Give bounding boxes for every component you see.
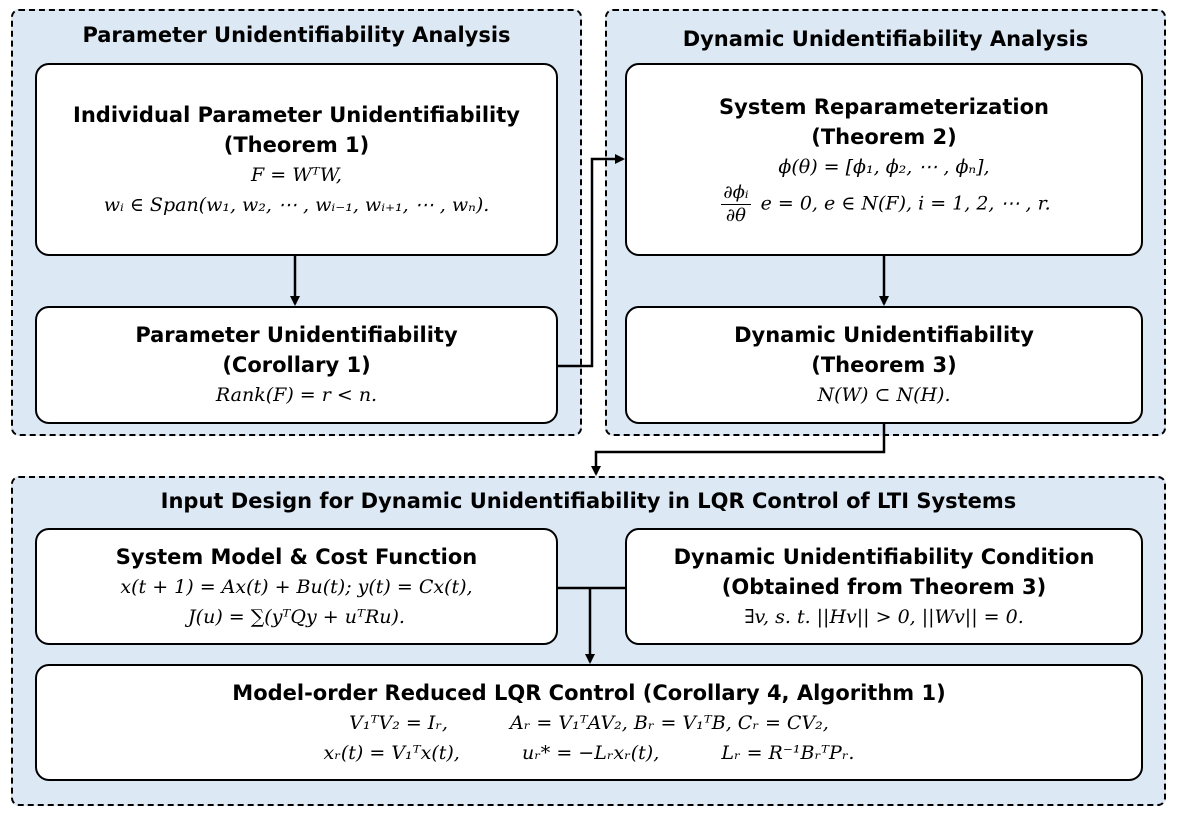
reparam-title: System Reparameterization (719, 95, 1049, 119)
dyn-unident-box: Dynamic Unidentifiability (Theorem 3) N(… (625, 306, 1143, 424)
arrow-dyn-to-input (591, 424, 886, 476)
individual-param-box: Individual Parameter Unidentifiability (… (35, 63, 558, 256)
theorem1-label: (Theorem 1) (223, 132, 370, 157)
dyn-group-title: Dynamic Unidentifiability Analysis (682, 27, 1089, 51)
dyn-unident-title: Dynamic Unidentifiability (734, 323, 1034, 347)
control-law-equation: uᵣ* = −Lᵣxᵣ(t), (521, 741, 660, 764)
rank-equation: Rank(F) = r < n. (215, 384, 378, 406)
reparam-box: System Reparameterization (Theorem 2) ϕ(… (625, 63, 1143, 256)
input-group-title: Input Design for Dynamic Unidentifiabili… (160, 489, 1017, 513)
arrow-model-to-lqr (558, 586, 625, 662)
gain-equation: Lᵣ = R⁻¹BᵣᵀPᵣ. (721, 741, 855, 764)
param-unident-title: Parameter Unidentifiability (135, 323, 458, 347)
param-unident-box: Parameter Unidentifiability (Corollary 1… (35, 306, 558, 424)
condition-title: Dynamic Unidentifiability Condition (673, 544, 1095, 569)
nullspace-equation: N(W) ⊂ N(H). (817, 384, 951, 406)
orthogonality-equation: V₁ᵀV₂ = Iᵣ, (349, 711, 448, 734)
theorem3-label: (Theorem 3) (811, 353, 957, 377)
individual-param-title: Individual Parameter Unidentifiability (73, 102, 520, 127)
condition-subtitle: (Obtained from Theorem 3) (721, 574, 1047, 599)
fisher-equation: F = WᵀW, (251, 163, 342, 186)
fraction-numerator: ∂ϕᵢ (721, 182, 751, 205)
condition-box: Dynamic Unidentifiability Condition (Obt… (625, 528, 1143, 645)
theorem2-label: (Theorem 2) (811, 125, 957, 149)
lqr-equation-row2: xᵣ(t) = V₁ᵀx(t), uᵣ* = −Lᵣxᵣ(t), Lᵣ = R⁻… (324, 738, 855, 768)
reduced-matrices-equation: Aᵣ = V₁ᵀAV₂, Bᵣ = V₁ᵀB, Cᵣ = CV₂, (510, 711, 829, 734)
param-group-title: Parameter Unidentifiability Analysis (82, 23, 511, 47)
condition-equation: ∃v, s. t. ||Hv|| > 0, ||Wv|| = 0. (744, 605, 1024, 628)
partial-fraction: ∂ϕᵢ ∂θ (721, 182, 751, 227)
lqr-equation-row1: V₁ᵀV₂ = Iᵣ, Aᵣ = V₁ᵀAV₂, Bᵣ = V₁ᵀB, Cᵣ =… (349, 708, 829, 738)
arrow-param-to-reparam (558, 154, 625, 368)
partial-equation: ∂ϕᵢ ∂θ e = 0, e ∈ N(F), i = 1, 2, ⋯ , r. (717, 182, 1051, 227)
span-equation: wᵢ ∈ Span(w₁, w₂, ⋯ , wᵢ₋₁, wᵢ₊₁, ⋯ , wₙ… (103, 193, 490, 216)
system-model-box: System Model & Cost Function x(t + 1) = … (35, 528, 558, 645)
corollary1-label: (Corollary 1) (222, 353, 371, 377)
state-equation: x(t + 1) = Ax(t) + Bu(t); y(t) = Cx(t), (120, 575, 473, 598)
partial-condition: e = 0, e ∈ N(F), i = 1, 2, ⋯ , r. (760, 192, 1051, 215)
fraction-denominator: ∂θ (725, 205, 746, 226)
lqr-title: Model-order Reduced LQR Control (Corolla… (232, 680, 946, 705)
reduced-state-equation: xᵣ(t) = V₁ᵀx(t), (323, 741, 460, 764)
cost-equation: J(u) = ∑(yᵀQy + uᵀRu). (188, 605, 405, 628)
system-model-title: System Model & Cost Function (115, 544, 478, 569)
phi-equation: ϕ(θ) = [ϕ₁, ϕ₂, ⋯ , ϕₙ], (778, 156, 990, 178)
